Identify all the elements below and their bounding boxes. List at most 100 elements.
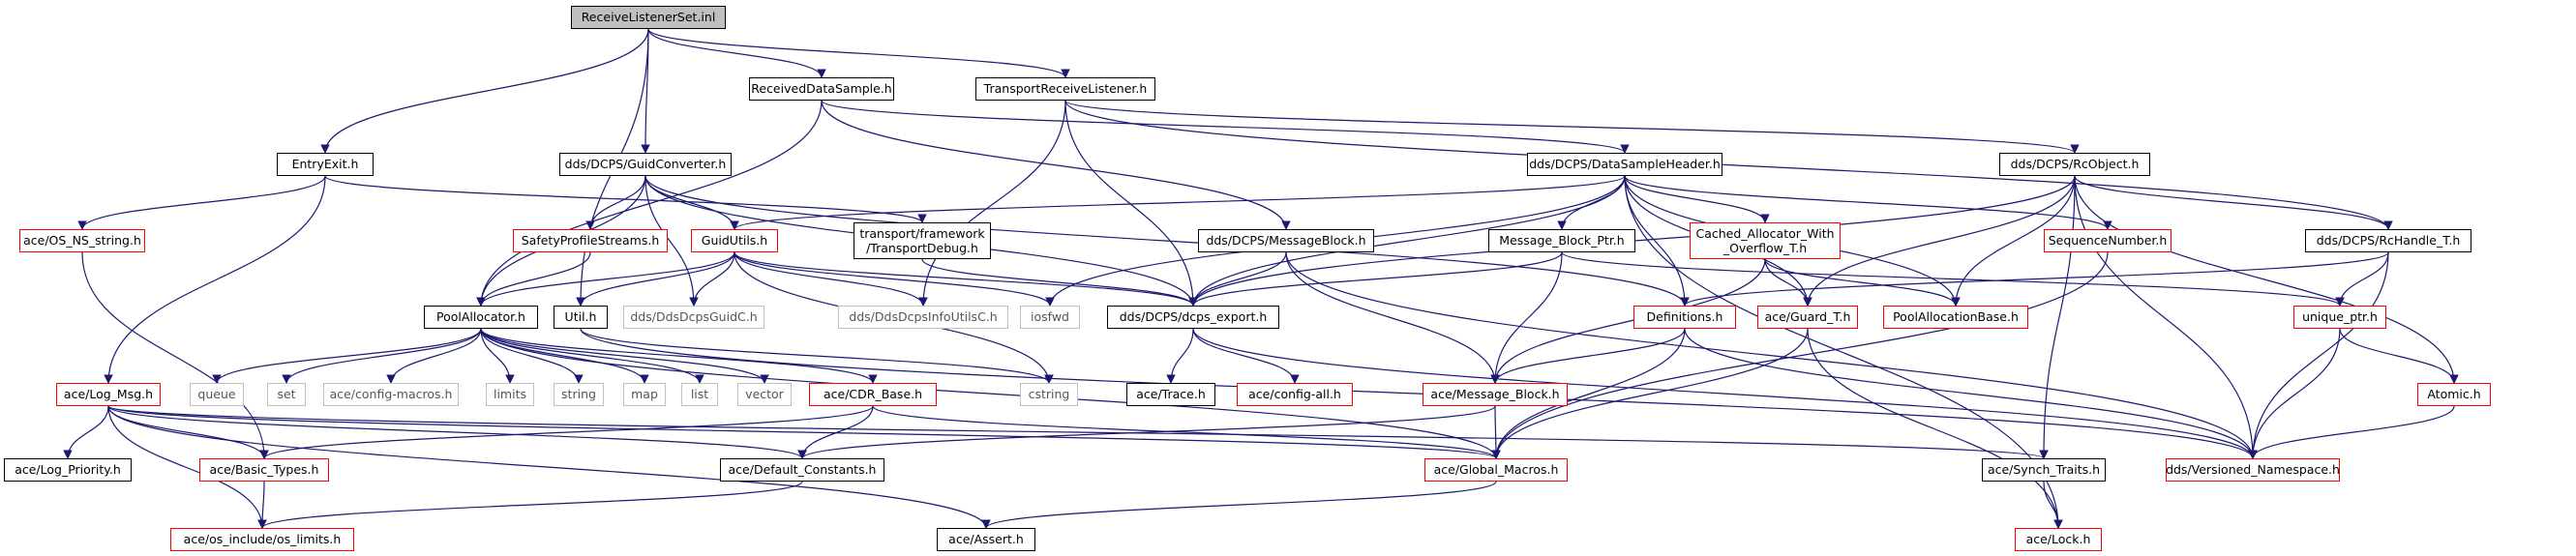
- edge-guid_utils-to-dds_dcps_info_utils_c: [734, 251, 928, 307]
- os-ns-string-node[interactable]: ace/OS_NS_string.h: [19, 229, 145, 252]
- received-data-sample-node[interactable]: ReceivedDataSample.h: [749, 77, 894, 101]
- node-label-line: dds/DdsDcpsGuidC.h: [630, 308, 758, 324]
- node-label-line: transport/framework: [859, 226, 985, 241]
- limits-node: limits: [486, 383, 534, 406]
- sequence-number-node[interactable]: SequenceNumber.h: [2044, 229, 2172, 252]
- edge-entry_exit-to-log_msg: [104, 175, 326, 384]
- edge-transport_receive_listener-to-rc_handle: [1064, 100, 2393, 230]
- edge-safety_profile_streams-to-pool_allocator: [476, 251, 591, 307]
- node-label-line: Message_Block_Ptr.h: [1499, 232, 1625, 248]
- edge-entry_exit-to-os_ns_string: [77, 175, 326, 230]
- node-label-line: unique_ptr.h: [2302, 308, 2378, 324]
- node-label-line: ace/Synch_Traits.h: [1987, 461, 2101, 477]
- root-file-node: ReceiveListenerSet.inl: [571, 6, 726, 29]
- edge-log_msg-to-log_priority: [63, 405, 109, 459]
- default-constants-node[interactable]: ace/Default_Constants.h: [720, 458, 884, 482]
- cdr-base-node[interactable]: ace/CDR_Base.h: [809, 383, 937, 406]
- atomic-node[interactable]: Atomic.h: [2417, 383, 2491, 406]
- node-label-line: ace/Log_Priority.h: [15, 461, 121, 477]
- message-block-ptr-node[interactable]: Message_Block_Ptr.h: [1488, 229, 1635, 252]
- edge-guid_utils-to-util: [576, 251, 735, 307]
- edge-cdr_base-to-global_macros: [872, 405, 1501, 459]
- edge-global_macros-to-ace_assert: [981, 481, 1497, 529]
- edge-ace_message_block-to-default_constants: [797, 405, 1496, 459]
- edge-rc_handle-to-definitions: [1680, 251, 2389, 307]
- guid-utils-node[interactable]: GuidUtils.h: [691, 229, 778, 252]
- log-msg-node[interactable]: ace/Log_Msg.h: [56, 383, 161, 406]
- edge-root-to-received_data_sample: [647, 28, 826, 78]
- edge-received_data_sample-to-pool_allocator: [476, 100, 823, 307]
- node-label-line: ace/CDR_Base.h: [823, 386, 923, 401]
- pool-allocation-base-node[interactable]: PoolAllocationBase.h: [1883, 306, 2028, 329]
- data-sample-header-node[interactable]: dds/DCPS/DataSampleHeader.h: [1527, 153, 1722, 176]
- ace-lock-node[interactable]: ace/Lock.h: [2015, 528, 2102, 551]
- edge-pool_allocator-to-config_macros: [386, 328, 482, 384]
- unique-ptr-node[interactable]: unique_ptr.h: [2293, 306, 2386, 329]
- edge-log_msg-to-synch_traits: [107, 405, 2049, 459]
- node-label-line: SafetyProfileStreams.h: [521, 232, 660, 248]
- edge-guid_converter-to-guid_utils: [644, 175, 739, 230]
- node-label-line: Util.h: [564, 308, 597, 324]
- edge-message_block_ptr-to-ace_message_block: [1490, 251, 1563, 384]
- edge-entry_exit-to-transport_debug: [324, 175, 927, 223]
- edge-cached_allocator-to-pool_allocation_base: [1764, 258, 1961, 307]
- global-macros-node[interactable]: ace/Global_Macros.h: [1424, 458, 1568, 482]
- edge-pool_allocator-to-vector: [480, 328, 769, 384]
- node-label-line: SequenceNumber.h: [2048, 232, 2168, 248]
- guard-t-node[interactable]: ace/Guard_T.h: [1757, 306, 1858, 329]
- edge-pool_allocator-to-cdr_base: [480, 328, 878, 384]
- versioned-namespace-node[interactable]: dds/Versioned_Namespace.h: [2166, 458, 2340, 482]
- synch-traits-node[interactable]: ace/Synch_Traits.h: [1982, 458, 2106, 482]
- edge-rc_object-to-guard_t: [1803, 175, 2076, 307]
- edge-guid_utils-to-dcps_export: [734, 251, 1198, 307]
- definitions-node[interactable]: Definitions.h: [1633, 306, 1736, 329]
- set-node: set: [267, 383, 306, 406]
- guid-converter-node[interactable]: dds/DCPS/GuidConverter.h: [559, 153, 732, 176]
- edge-pool_allocator-to-string: [480, 328, 584, 384]
- node-label-line: ace/Global_Macros.h: [1433, 461, 1559, 477]
- log-priority-node[interactable]: ace/Log_Priority.h: [4, 458, 132, 482]
- edge-unique_ptr-to-versioned_namespace: [2248, 328, 2341, 459]
- node-label-line: ace/Lock.h: [2025, 531, 2091, 546]
- node-label-line: queue: [197, 386, 236, 401]
- node-label-line: GuidUtils.h: [701, 232, 768, 248]
- edge-sequence_number-to-global_macros: [1491, 251, 2109, 459]
- rc-handle-node[interactable]: dds/DCPS/RcHandle_T.h: [2305, 229, 2471, 252]
- node-label-line: PoolAllocator.h: [436, 308, 525, 324]
- message-block-dcps-node[interactable]: dds/DCPS/MessageBlock.h: [1198, 229, 1374, 252]
- node-label-line: set: [277, 386, 296, 401]
- config-all-node[interactable]: ace/config-all.h: [1237, 383, 1353, 406]
- cached-allocator-node[interactable]: Cached_Allocator_With_Overflow_T.h: [1690, 222, 1841, 259]
- node-label-line: ace/Trace.h: [1136, 386, 1206, 401]
- entry-exit-node[interactable]: EntryExit.h: [277, 153, 374, 176]
- dcps-export-node[interactable]: dds/DCPS/dcps_export.h: [1107, 306, 1279, 329]
- edge-atomic-to-versioned_namespace: [2248, 405, 2455, 459]
- edge-guid_utils-to-pool_allocator: [476, 251, 735, 307]
- rc-object-node[interactable]: dds/DCPS/RcObject.h: [1999, 153, 2150, 176]
- ace-message-block-node[interactable]: ace/Message_Block.h: [1423, 383, 1568, 406]
- util-node[interactable]: Util.h: [554, 306, 608, 329]
- edge-rc_object-to-versioned_namespace: [2074, 175, 2258, 459]
- edge-log_msg-to-basic_types: [107, 405, 269, 459]
- os-limits-node[interactable]: ace/os_include/os_limits.h: [170, 528, 354, 551]
- node-label-line: dds/DCPS/DataSampleHeader.h: [1529, 156, 1721, 171]
- pool-allocator-node[interactable]: PoolAllocator.h: [424, 306, 538, 329]
- edge-ace_message_block-to-global_macros: [1491, 405, 1501, 459]
- edge-unique_ptr-to-atomic: [2339, 328, 2459, 384]
- edge-default_constants-to-os_limits: [257, 481, 803, 529]
- node-label-line: ace/Default_Constants.h: [728, 461, 877, 477]
- basic-types-node[interactable]: ace/Basic_Types.h: [199, 458, 329, 482]
- node-label-line: PoolAllocationBase.h: [1893, 308, 2019, 324]
- node-label-line: EntryExit.h: [291, 156, 359, 171]
- edge-pool_allocator-to-queue: [212, 328, 482, 384]
- ace-assert-node[interactable]: ace/Assert.h: [937, 528, 1035, 551]
- transport-receive-listener-node[interactable]: TransportReceiveListener.h: [975, 77, 1155, 101]
- safety-profile-streams-node[interactable]: SafetyProfileStreams.h: [513, 229, 668, 252]
- edge-data_sample_header-to-cached_allocator: [1624, 175, 1770, 223]
- edge-log_msg-to-default_constants: [107, 405, 807, 459]
- vector-node: vector: [737, 383, 792, 406]
- transport-debug-node[interactable]: transport/framework/TransportDebug.h: [854, 222, 991, 259]
- edge-cdr_base-to-default_constants: [797, 405, 874, 459]
- ace-trace-node[interactable]: ace/Trace.h: [1126, 383, 1215, 406]
- edge-log_msg-to-global_macros: [107, 405, 1501, 459]
